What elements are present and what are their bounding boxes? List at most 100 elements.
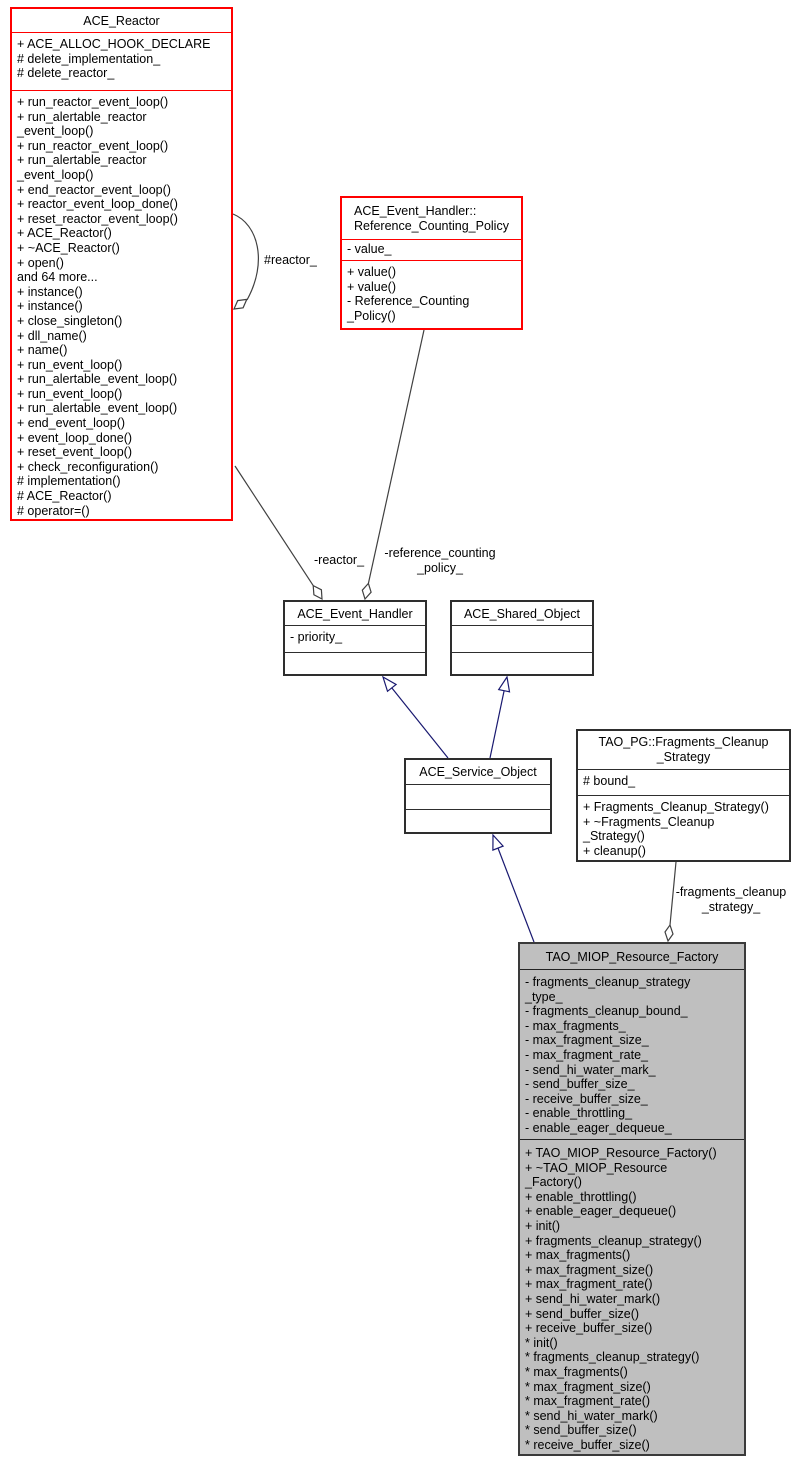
class-title: ACE_Service_Object [419,765,537,779]
method-line: + reset_event_loop() [17,445,133,460]
methods-section [406,809,550,832]
method-line: + run_alertable_event_loop() [17,401,178,416]
aggregation-edge-reactor [234,465,314,586]
method-line: + open() [17,255,64,270]
method-line: + reset_reactor_event_loop() [17,211,178,226]
class-title: ACE_Event_Handler:: Reference_Counting_P… [342,198,521,239]
attribute-line: - receive_buffer_size_ [525,1091,648,1106]
method-line: # operator=() [17,503,90,518]
attribute-line: - send_hi_water_mark_ [525,1062,656,1077]
method-line: + value() [347,279,396,294]
method-line: _event_loop() [17,167,94,182]
attribute-line: - max_fragment_rate_ [525,1047,648,1062]
attribute-line: - enable_throttling_ [525,1106,633,1121]
methods-section: + value()+ value()- Reference_Counting_P… [342,260,521,328]
class-box-ace-event-handler[interactable]: ACE_Event_Handler - priority_ [283,600,427,676]
method-line: + check_reconfiguration() [17,459,159,474]
method-line: _Factory() [525,1175,582,1190]
method-line: * max_fragment_size() [525,1379,651,1394]
method-line: + Fragments_Cleanup_Strategy() [583,800,769,814]
class-box-reference-counting-policy[interactable]: ACE_Event_Handler:: Reference_Counting_P… [340,196,523,330]
class-title-line: TAO_PG::Fragments_Cleanup [598,735,769,749]
method-line: + close_singleton() [17,313,123,328]
inheritance-edge-service-to-shared-object [489,690,505,759]
method-line: + max_fragment_rate() [525,1277,653,1292]
method-line: + run_event_loop() [17,357,123,372]
aggregation-diamond-reference-counting-policy [361,582,372,601]
method-line: * send_buffer_size() [525,1423,637,1438]
attribute-line: - fragments_cleanup_bound_ [525,1004,688,1019]
inheritance-arrow-event-handler [381,675,398,693]
class-box-tao-miop-resource-factory[interactable]: TAO_MIOP_Resource_Factory - fragments_cl… [518,942,746,1456]
attributes-section: - value_ [342,239,521,260]
class-box-ace-reactor[interactable]: ACE_Reactor + ACE_ALLOC_HOOK_DECLARE# de… [10,7,233,521]
method-line: + ACE_Reactor() [17,226,112,241]
method-line: + run_alertable_reactor [17,153,147,168]
method-line: - Reference_Counting [347,294,470,309]
method-line: + run_event_loop() [17,386,123,401]
attributes-section: - priority_ [285,625,425,652]
attributes-section [406,784,550,809]
inheritance-edge-miop-to-service-object [497,847,535,943]
aggregation-edge-fragments-cleanup-strategy [669,861,677,926]
attribute-line: - max_fragments_ [525,1018,626,1033]
methods-section [452,652,592,674]
edge-label-reactor-self: #reactor_ [264,253,317,267]
attribute-line: # delete_implementation_ [17,51,161,66]
method-line: + run_reactor_event_loop() [17,138,169,153]
self-aggregation-edge-reactor [232,213,259,301]
class-title-line: _Strategy [656,750,711,764]
method-line: + event_loop_done() [17,430,133,445]
inheritance-arrow-shared-object [497,675,511,693]
edge-label-line: -fragments_cleanup [675,885,787,899]
method-line: _event_loop() [17,124,94,139]
method-line: # implementation() [17,474,121,489]
class-box-ace-service-object[interactable]: ACE_Service_Object [404,758,552,834]
class-box-ace-shared-object[interactable]: ACE_Shared_Object [450,600,594,676]
edge-label-fragments-cleanup-strategy: -fragments_cleanup _strategy_ [671,885,791,914]
method-line: + max_fragments() [525,1248,631,1263]
attribute-line: - priority_ [290,630,343,644]
attribute-line: _type_ [525,989,563,1004]
method-line: * fragments_cleanup_strategy() [525,1350,700,1365]
attribute-line: - fragments_cleanup_strategy [525,975,691,989]
edge-label-reactor: -reactor_ [314,553,365,567]
method-line: + cleanup() [583,843,646,858]
methods-section: + run_reactor_event_loop()+ run_alertabl… [12,90,231,519]
method-line: + max_fragment_size() [525,1262,654,1277]
aggregation-diamond-reactor [312,584,323,601]
attribute-line: # delete_reactor_ [17,66,115,81]
method-line: + run_reactor_event_loop() [17,95,169,109]
method-line: + receive_buffer_size() [525,1321,653,1336]
method-line: + run_alertable_event_loop() [17,372,178,387]
methods-section: + Fragments_Cleanup_Strategy()+ ~Fragmen… [578,795,789,860]
method-line: + fragments_cleanup_strategy() [525,1233,702,1248]
method-line: + send_hi_water_mark() [525,1291,661,1306]
class-title: ACE_Reactor [83,13,160,28]
class-title: TAO_PG::Fragments_Cleanup _Strategy [578,731,789,769]
method-line: + TAO_MIOP_Resource_Factory() [525,1146,717,1160]
class-title: ACE_Shared_Object [463,606,581,621]
method-line: + init() [525,1218,561,1233]
attributes-section [452,625,592,652]
attribute-line: + ACE_ALLOC_HOOK_DECLARE [17,37,211,51]
attributes-section: - fragments_cleanup_strategy_type_- frag… [520,969,744,1139]
method-line: + reactor_event_loop_done() [17,197,178,212]
method-line: + value() [347,265,396,279]
class-box-tao-pg-fragments-cleanup-strategy[interactable]: TAO_PG::Fragments_Cleanup _Strategy # bo… [576,729,791,862]
aggregation-diamond-fragments-cleanup-strategy [664,923,674,943]
aggregation-diamond-reactor-self [233,298,248,310]
attribute-line: - max_fragment_size_ [525,1033,649,1048]
method-line: _Policy() [347,308,396,323]
class-title-line: Reference_Counting_Policy [354,218,509,233]
method-line: # ACE_Reactor() [17,489,112,504]
method-line: _Strategy() [583,829,645,844]
class-title: ACE_Event_Handler [297,606,413,621]
methods-section [285,652,425,674]
method-line: * send_hi_water_mark() [525,1408,658,1423]
method-line: + ~Fragments_Cleanup [583,814,715,829]
method-line: + end_reactor_event_loop() [17,182,171,197]
inheritance-arrow-service-object [492,833,505,851]
method-line: + enable_throttling() [525,1189,637,1204]
